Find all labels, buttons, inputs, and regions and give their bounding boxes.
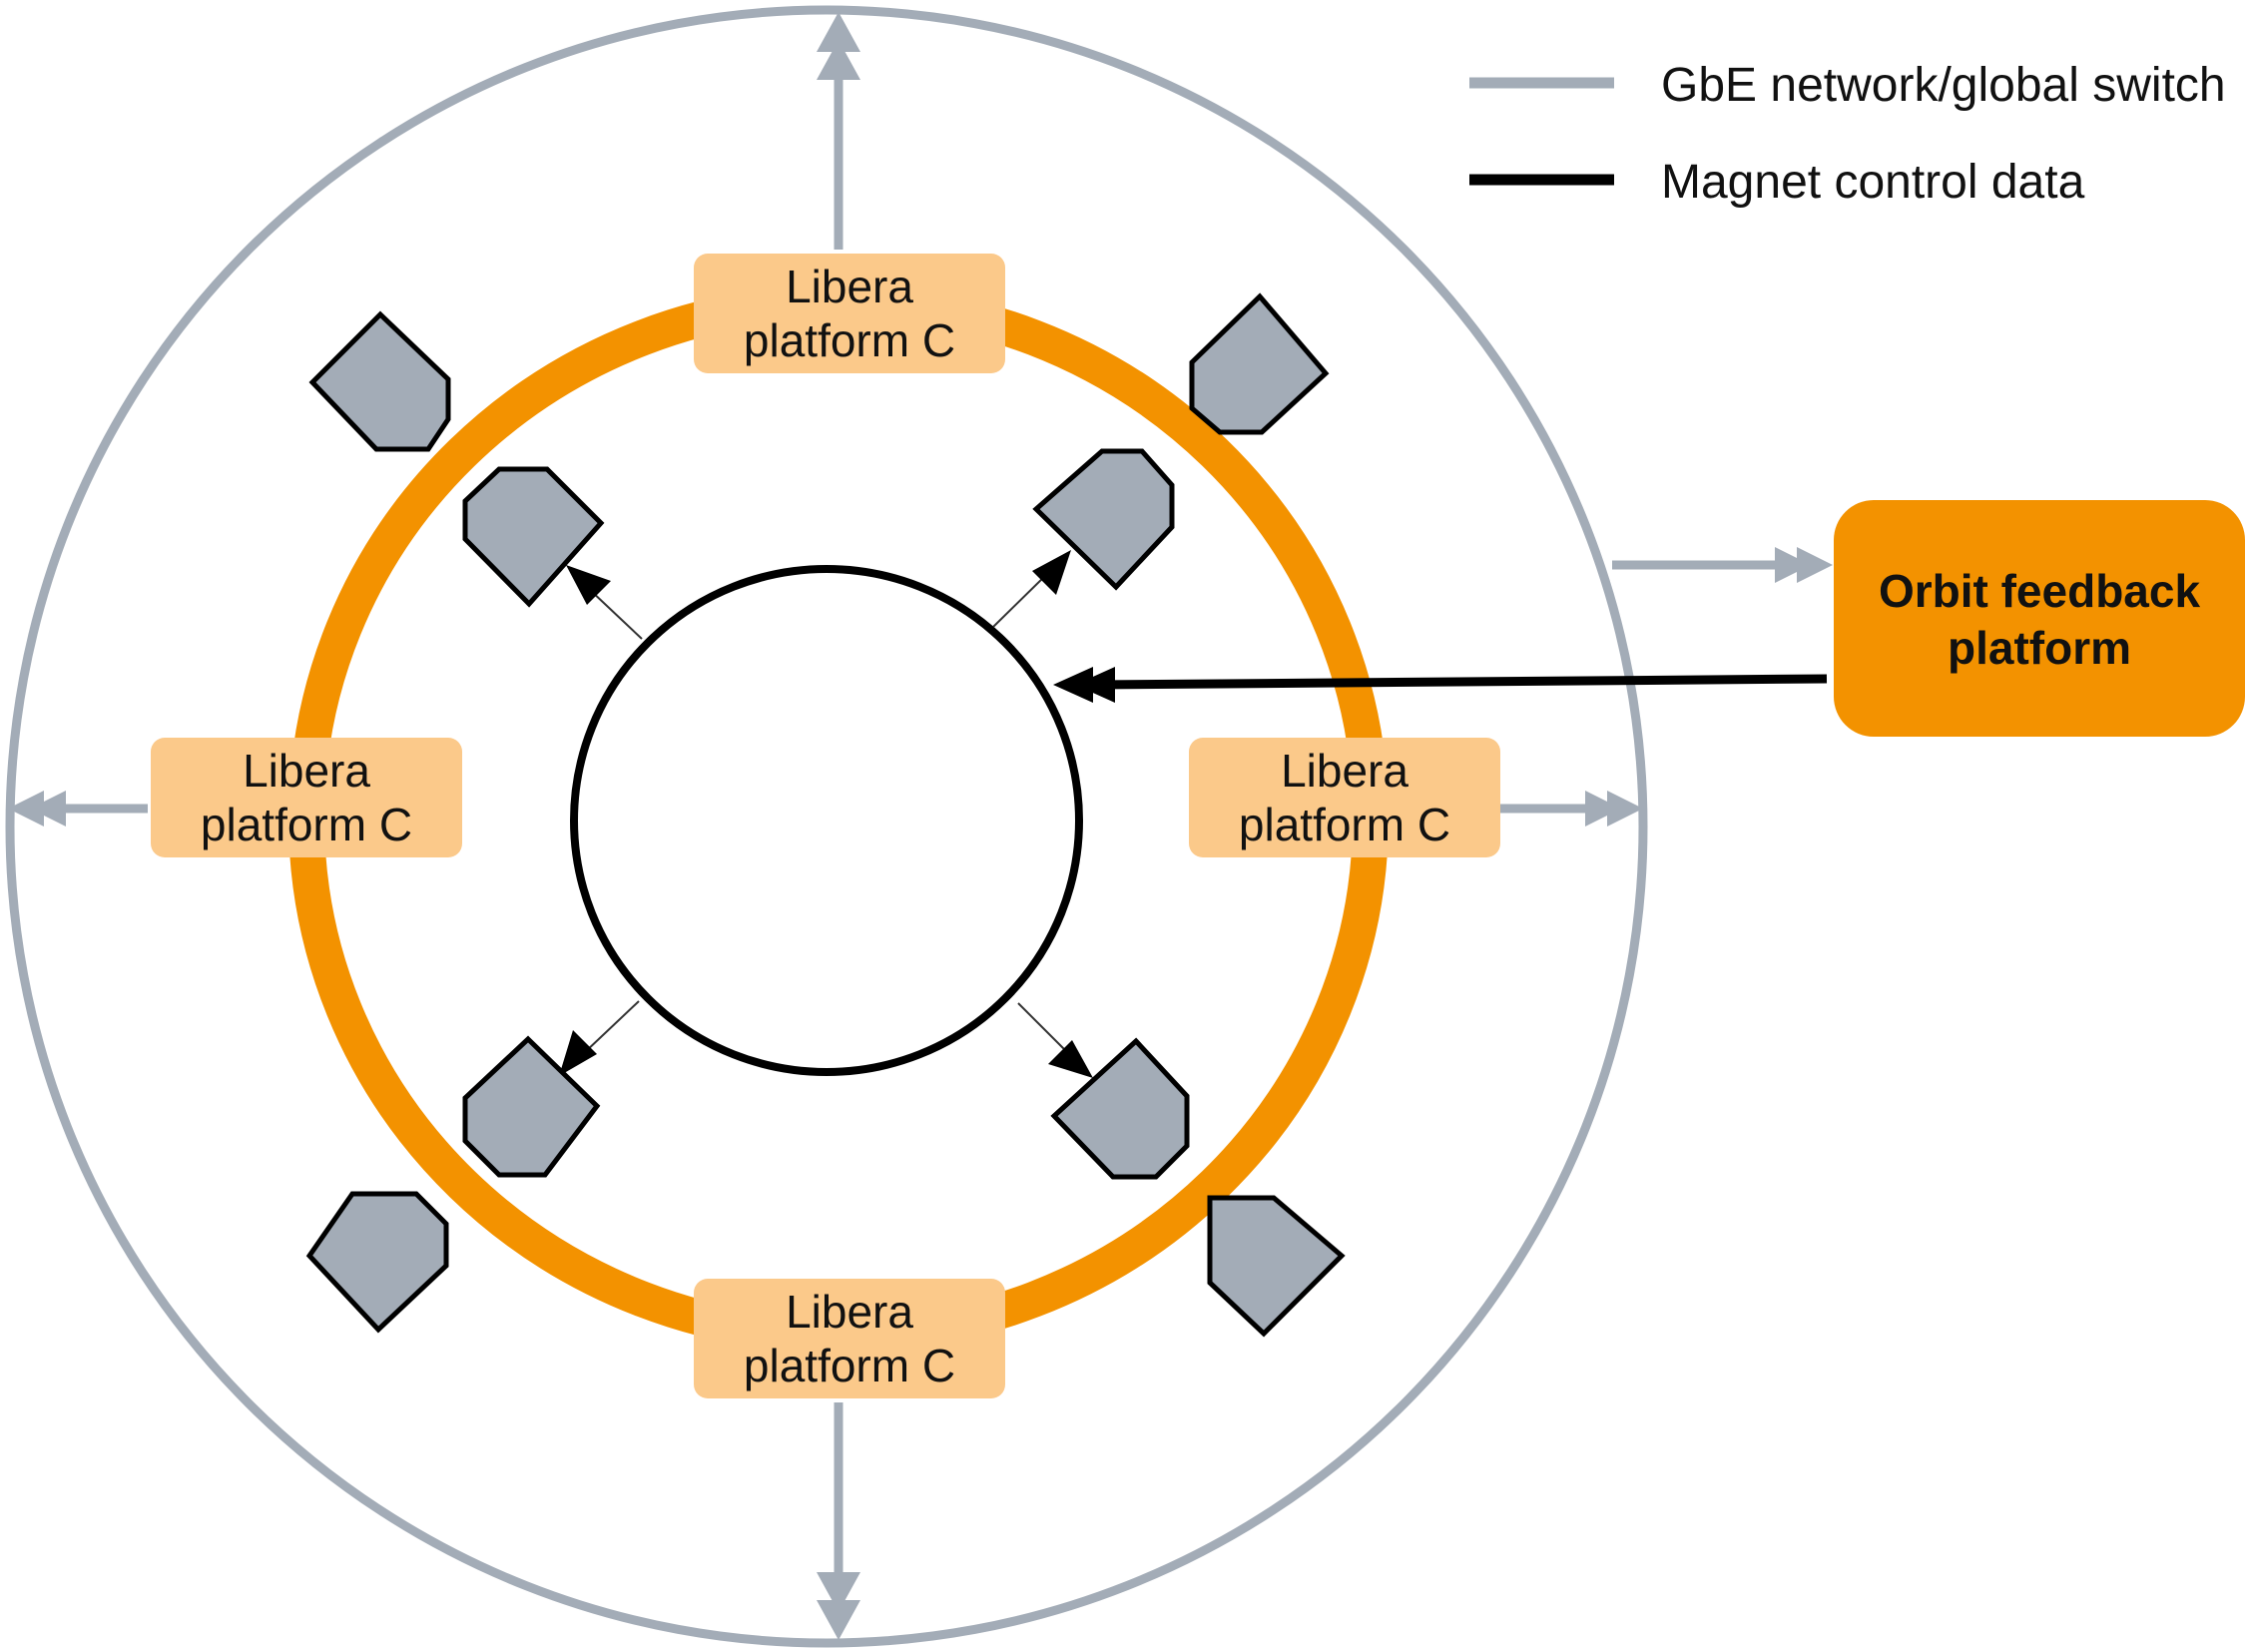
- libera-node-left[interactable]: Libera platform C: [151, 738, 462, 857]
- libera-node-right[interactable]: Libera platform C: [1189, 738, 1500, 857]
- octagon-magnet-icon: [305, 1191, 449, 1334]
- arrowhead-icon: [1607, 791, 1643, 826]
- arrowhead-icon: [817, 1600, 860, 1640]
- arrowhead-icon: [559, 1030, 597, 1076]
- orbit-label-line1: Orbit feedback: [1879, 565, 2201, 617]
- legend-label-gbe: GbE network/global switch: [1661, 59, 2226, 112]
- octagon-magnet-icon: [462, 466, 605, 608]
- arrowhead-icon: [1075, 667, 1115, 703]
- libera-node-top[interactable]: Libera platform C: [694, 254, 1005, 373]
- octagon-magnet-icon: [1189, 292, 1330, 435]
- magnets: [305, 292, 1346, 1338]
- arrowhead-icon: [1053, 667, 1093, 703]
- node-label-line2: platform C: [744, 1340, 955, 1391]
- libera-node-bottom[interactable]: Libera platform C: [694, 1279, 1005, 1398]
- arrowhead-icon: [8, 791, 44, 826]
- octagon-magnet-icon: [308, 310, 451, 452]
- node-label-line1: Libera: [1281, 745, 1408, 797]
- octagon-magnet-icon: [1050, 1037, 1190, 1180]
- arrowhead-icon: [1032, 550, 1071, 595]
- legend-label-magnet: Magnet control data: [1661, 156, 2085, 209]
- octagon-magnet-icon: [462, 1035, 601, 1178]
- arrowhead-icon: [1797, 547, 1833, 583]
- arrowhead-icon: [817, 1572, 860, 1612]
- arrowhead-icon: [30, 791, 66, 826]
- arrowhead-icon: [1775, 547, 1811, 583]
- beam-circle: [570, 565, 1083, 1076]
- arrowhead-icon: [817, 12, 860, 52]
- orbit-label-line2: platform: [1948, 622, 2131, 674]
- octagon-magnet-icon: [1207, 1195, 1346, 1338]
- magnet-control-line: [1053, 667, 1828, 703]
- node-label-line2: platform C: [201, 799, 412, 850]
- orbit-feedback-platform[interactable]: Orbit feedback platform: [1834, 500, 2245, 737]
- node-label-line1: Libera: [786, 261, 913, 312]
- arrowhead-icon: [566, 565, 611, 605]
- legend: GbE network/global switch Magnet control…: [1469, 59, 2226, 209]
- octagon-magnet-icon: [1032, 448, 1175, 591]
- gbe-connectors: [8, 12, 1833, 1640]
- arrowhead-icon: [1048, 1040, 1093, 1078]
- node-label-line1: Libera: [243, 745, 370, 797]
- node-label-line1: Libera: [786, 1286, 913, 1338]
- node-label-line2: platform C: [1239, 799, 1450, 850]
- node-label-line2: platform C: [744, 314, 955, 366]
- magnet-control-arrows: [559, 550, 1093, 1078]
- arrowhead-icon: [1585, 791, 1621, 826]
- gbe-outer-ring: [5, 5, 1648, 1648]
- arrowhead-icon: [817, 40, 860, 80]
